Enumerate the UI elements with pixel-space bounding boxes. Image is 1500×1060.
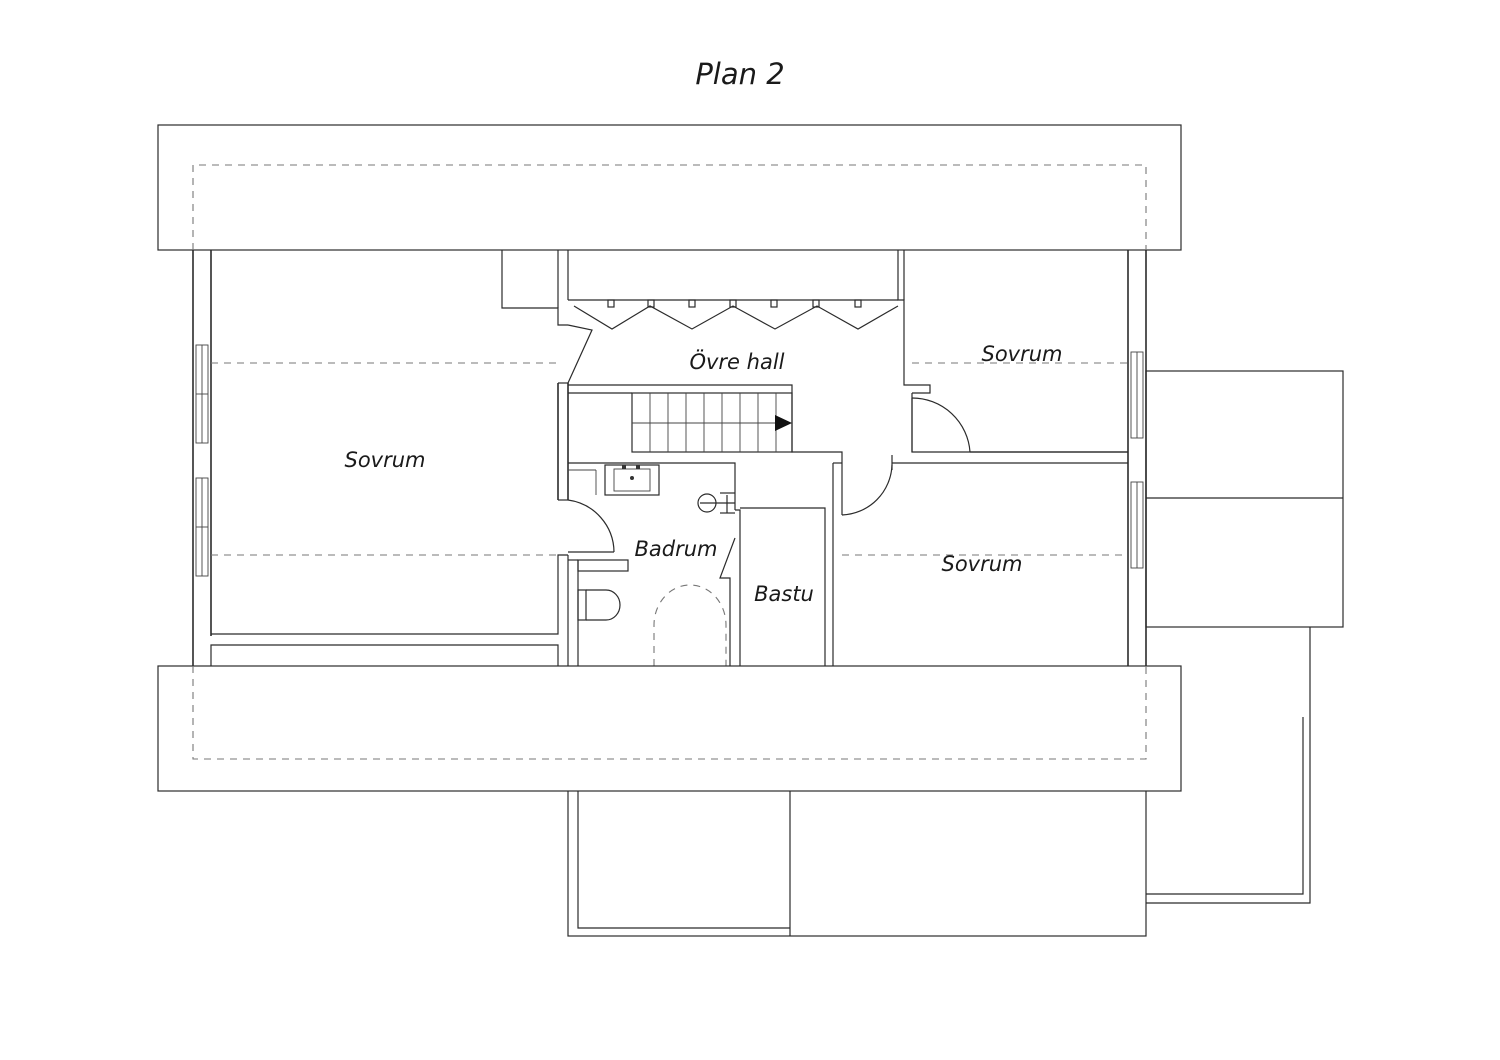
toilet-icon: [586, 589, 621, 621]
room-label-badrum: Badrum: [634, 537, 717, 561]
staircase: [631, 392, 793, 453]
closet-lines: [568, 469, 597, 495]
room-label-ovre-hall: Övre hall: [689, 349, 784, 374]
north-roof-eave: [157, 124, 1182, 251]
windows: [195, 344, 1144, 577]
stair-arrow-icon: [775, 415, 792, 431]
sink-icon: [604, 464, 660, 496]
south-roof-eave: [157, 665, 1182, 792]
bathroom-fixtures: [577, 464, 735, 666]
shower-icon: [697, 492, 735, 514]
exterior-walls: [192, 250, 1147, 668]
door-swings: [567, 397, 971, 553]
plan-title: Plan 2: [695, 57, 784, 91]
bathtub-outline: [653, 584, 727, 666]
room-label-bastu: Bastu: [754, 582, 814, 606]
slope-lines: [211, 362, 1128, 556]
south-balcony-outline: [567, 789, 1147, 937]
room-label-sovrum-northeast: Sovrum: [981, 342, 1062, 366]
east-terrace-outline: [1145, 370, 1344, 904]
hall-wardrobe-doors: [568, 299, 899, 330]
room-label-sovrum-west: Sovrum: [344, 448, 425, 472]
room-label-sovrum-southeast: Sovrum: [941, 552, 1022, 576]
